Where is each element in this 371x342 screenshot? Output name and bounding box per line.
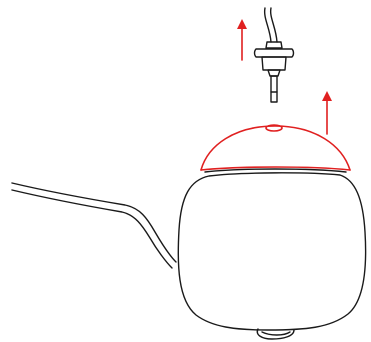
top-cover-port [265,124,283,132]
plug-collar [253,48,295,58]
plug-neck [267,69,281,77]
base-foot [256,328,295,340]
plug-lead-right [269,7,278,43]
cable-plug [253,7,295,103]
plug-lead-left [263,7,272,43]
base-top-rim [204,168,347,173]
top-cover-rim [200,166,351,171]
base-body [177,168,367,340]
base-body-outline [177,172,367,331]
power-cable [11,182,177,269]
power-cable-lower-edge [11,189,173,269]
plug-pin [270,75,278,103]
removal-arrows [237,19,332,135]
plug-strain-relief [265,41,283,49]
plug-body [261,56,287,71]
top-cover [200,124,351,171]
top-cover-dome [200,125,351,171]
base-foot-detail [261,331,291,336]
power-cable-upper-edge [11,182,177,263]
